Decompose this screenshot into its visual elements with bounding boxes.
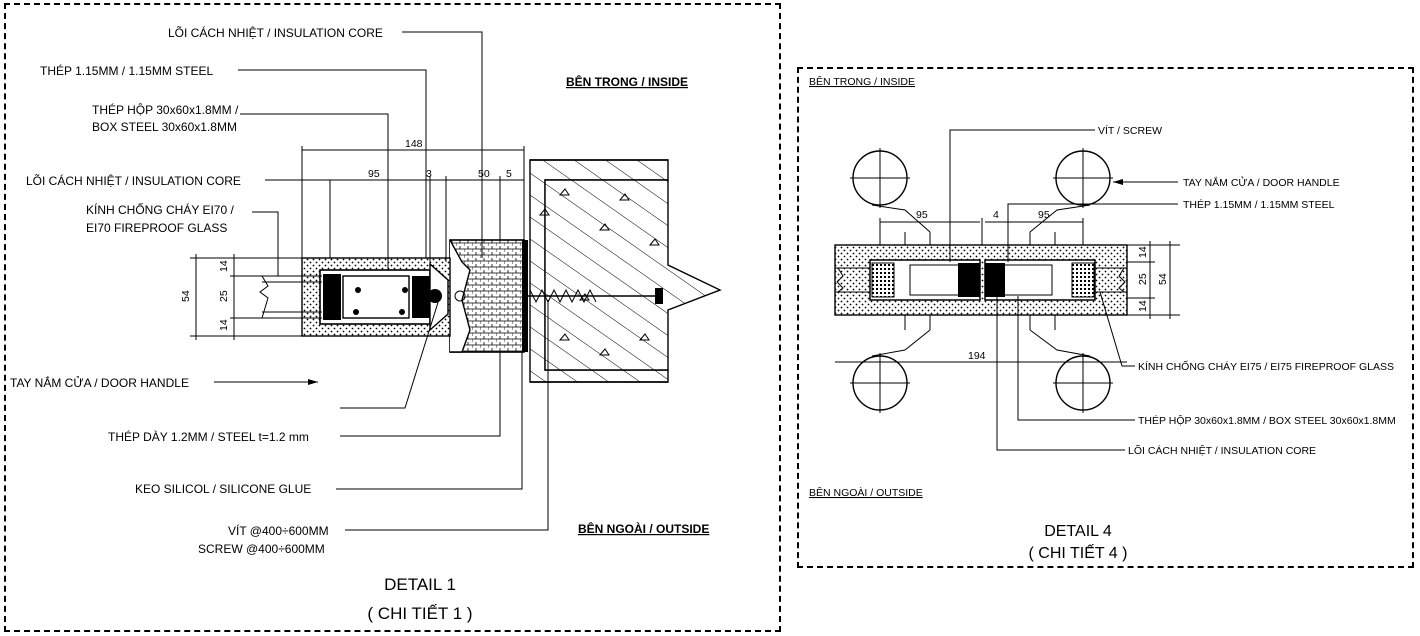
leader-lines-d4: [949, 129, 1178, 451]
leader-lines-d1: [214, 31, 549, 531]
d4-label-door-handle: TAY NẮM CỬA / DOOR HANDLE: [1183, 176, 1340, 189]
dim-54: 54: [180, 290, 192, 302]
fireproof-glass-pane: [259, 275, 322, 319]
d4-label-steel-1-15: THÉP 1.15MM / 1.15MM STEEL: [1183, 198, 1335, 211]
label-screw-line2: SCREW @400÷600MM: [198, 542, 325, 556]
detail-4-frame: [797, 67, 1414, 568]
label-door-handle: TAY NẮM CỬA / DOOR HANDLE: [10, 375, 189, 390]
label-glass-line1: KÍNH CHỐNG CHÁY EI70 /: [86, 202, 234, 217]
double-door-section: [834, 232, 1128, 330]
dim-3: 3: [426, 168, 432, 180]
door-leaf-section: [301, 257, 466, 337]
label-silicone-glue: KEO SILICOL / SILICONE GLUE: [135, 482, 311, 496]
d4-dim-14-top: 14: [1137, 246, 1149, 258]
label-insulation-core-mid: LÕI CÁCH NHIỆT / INSULATION CORE: [26, 173, 241, 188]
detail-1-subtitle: ( CHI TIẾT 1 ): [367, 604, 472, 623]
label-insulation-core-top: LÕI CÁCH NHIỆT / INSULATION CORE: [168, 25, 383, 40]
d4-dim-194: 194: [968, 350, 986, 362]
dim-148: 148: [405, 138, 423, 150]
d4-label-insulation-core: LÕI CÁCH NHIỆT / INSULATION CORE: [1128, 444, 1316, 457]
d4-dim-4: 4: [993, 209, 999, 221]
dim-25: 25: [218, 290, 230, 302]
d4-dim-25: 25: [1137, 273, 1149, 285]
d4-dim-95-right: 95: [1038, 209, 1050, 221]
dim-50: 50: [478, 168, 490, 180]
label-inside: BÊN TRONG / INSIDE: [566, 74, 688, 89]
detail-1-frame: [4, 3, 781, 632]
label-box-steel-line1: THÉP HỘP 30x60x1.8MM /: [92, 102, 239, 117]
label-steel-1-15: THÉP 1.15MM / 1.15MM STEEL: [40, 63, 213, 78]
dim-14-bottom: 14: [218, 319, 230, 331]
aggregate-marks: [538, 188, 660, 356]
label-box-steel-line2: BOX STEEL 30x60x1.8MM: [92, 120, 237, 134]
d4-label-outside: BÊN NGOÀI / OUTSIDE: [809, 486, 923, 499]
d4-label-screw: VÍT / SCREW: [1098, 124, 1162, 137]
detail-4-title: DETAIL 4: [1044, 523, 1112, 540]
detail-4-subtitle: ( CHI TIẾT 4 ): [1029, 543, 1128, 562]
wall-screw: [525, 288, 663, 304]
dimension-lines-d1: [190, 146, 525, 340]
label-glass-line2: EI70 FIREPROOF GLASS: [86, 221, 227, 235]
dim-14-top: 14: [218, 260, 230, 272]
door-handles: [850, 148, 1113, 413]
d4-dim-54: 54: [1157, 273, 1169, 285]
label-outside: BÊN NGOÀI / OUTSIDE: [578, 521, 709, 536]
d4-label-glass: KÍNH CHỐNG CHÁY EI75 / EI75 FIREPROOF GL…: [1138, 359, 1394, 373]
d4-label-box-steel: THÉP HỘP 30x60x1.8MM / BOX STEEL 30x60x1…: [1138, 414, 1396, 427]
d4-dim-14-bottom: 14: [1137, 300, 1149, 312]
dim-95: 95: [368, 168, 380, 180]
dimension-lines-d4: [835, 218, 1180, 363]
detail-1-title: DETAIL 1: [384, 575, 456, 594]
detail-1-drawing: LÕI CÁCH NHIỆT / INSULATION CORE THÉP 1.…: [10, 25, 722, 623]
d4-label-inside: BÊN TRONG / INSIDE: [809, 75, 915, 88]
label-steel-1-2: THÉP DÀY 1.2MM / STEEL t=1.2 mm: [108, 429, 309, 444]
d4-dim-95-left: 95: [916, 209, 928, 221]
dim-5: 5: [506, 168, 512, 180]
label-screw-line1: VÍT @400÷600MM: [228, 523, 329, 538]
detail-4-drawing: BÊN TRONG / INSIDE VÍT / SCREW TAY NẮM C…: [809, 75, 1396, 562]
